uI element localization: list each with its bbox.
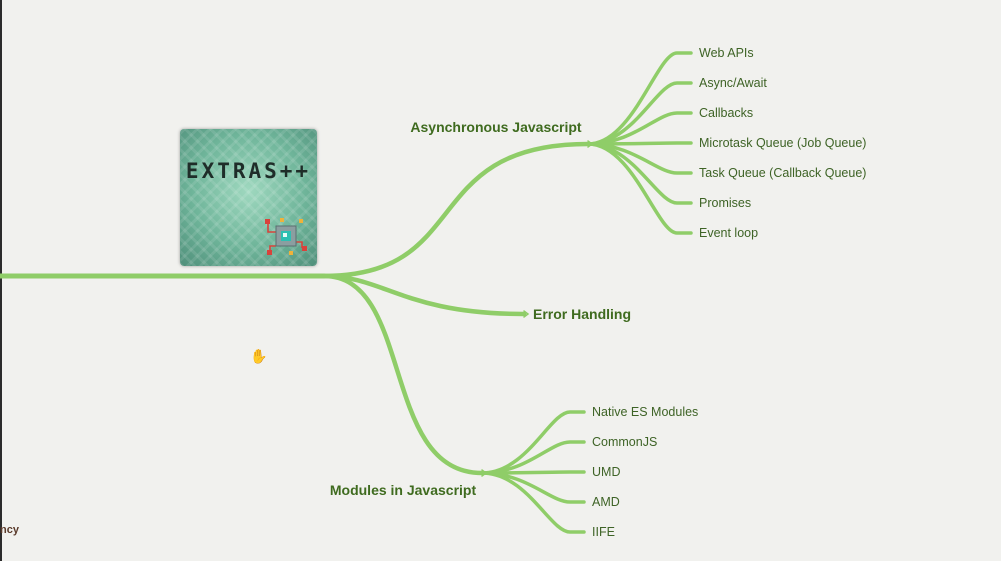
leaf-label-amd[interactable]: AMD <box>592 495 620 509</box>
leaf-label-umd[interactable]: UMD <box>592 465 620 479</box>
leaf-connector-amd <box>480 471 586 504</box>
partial-root-label: ncy <box>0 524 20 536</box>
leaf-label-async-await[interactable]: Async/Await <box>699 76 767 90</box>
leaf-connector-iife <box>480 471 586 534</box>
leaf-connector-event-loop <box>586 142 693 235</box>
window-left-edge <box>0 0 2 561</box>
connector-lines <box>0 51 693 534</box>
branch-label-error-handling[interactable]: Error Handling <box>533 306 631 322</box>
leaf-label-iife[interactable]: IIFE <box>592 525 615 539</box>
leaf-label-commonjs[interactable]: CommonJS <box>592 435 657 449</box>
branch-label-asynchronous-javascript[interactable]: Asynchronous Javascript <box>410 119 582 135</box>
root-topic-image[interactable]: EXTRAS++ <box>180 129 317 266</box>
branch-label-modules-in-javascript[interactable]: Modules in Javascript <box>330 482 477 498</box>
leaf-label-promises[interactable]: Promises <box>699 196 751 210</box>
node-labels: Asynchronous Javascript Web APIsAsync/Awa… <box>330 46 867 539</box>
leaf-label-callbacks[interactable]: Callbacks <box>699 106 753 120</box>
hub-arrow-error-handling <box>523 310 530 318</box>
leaf-label-event-loop[interactable]: Event loop <box>699 226 758 240</box>
root-image-title: EXTRAS++ <box>185 159 312 183</box>
leaf-label-native-es-modules[interactable]: Native ES Modules <box>592 405 698 419</box>
leaf-label-web-apis[interactable]: Web APIs <box>699 46 754 60</box>
branch-connector-error-handling <box>321 273 527 317</box>
branch-connector-modules-in-javascript <box>321 273 485 476</box>
leaf-label-microtask-queue-job-queue[interactable]: Microtask Queue (Job Queue) <box>699 136 866 150</box>
circuit-chip-icon <box>265 218 307 255</box>
leaf-label-task-queue-callback-queue[interactable]: Task Queue (Callback Queue) <box>699 166 866 180</box>
hand-cursor-icon: ✋ <box>250 348 268 364</box>
branch-connector-asynchronous-javascript <box>321 141 591 279</box>
